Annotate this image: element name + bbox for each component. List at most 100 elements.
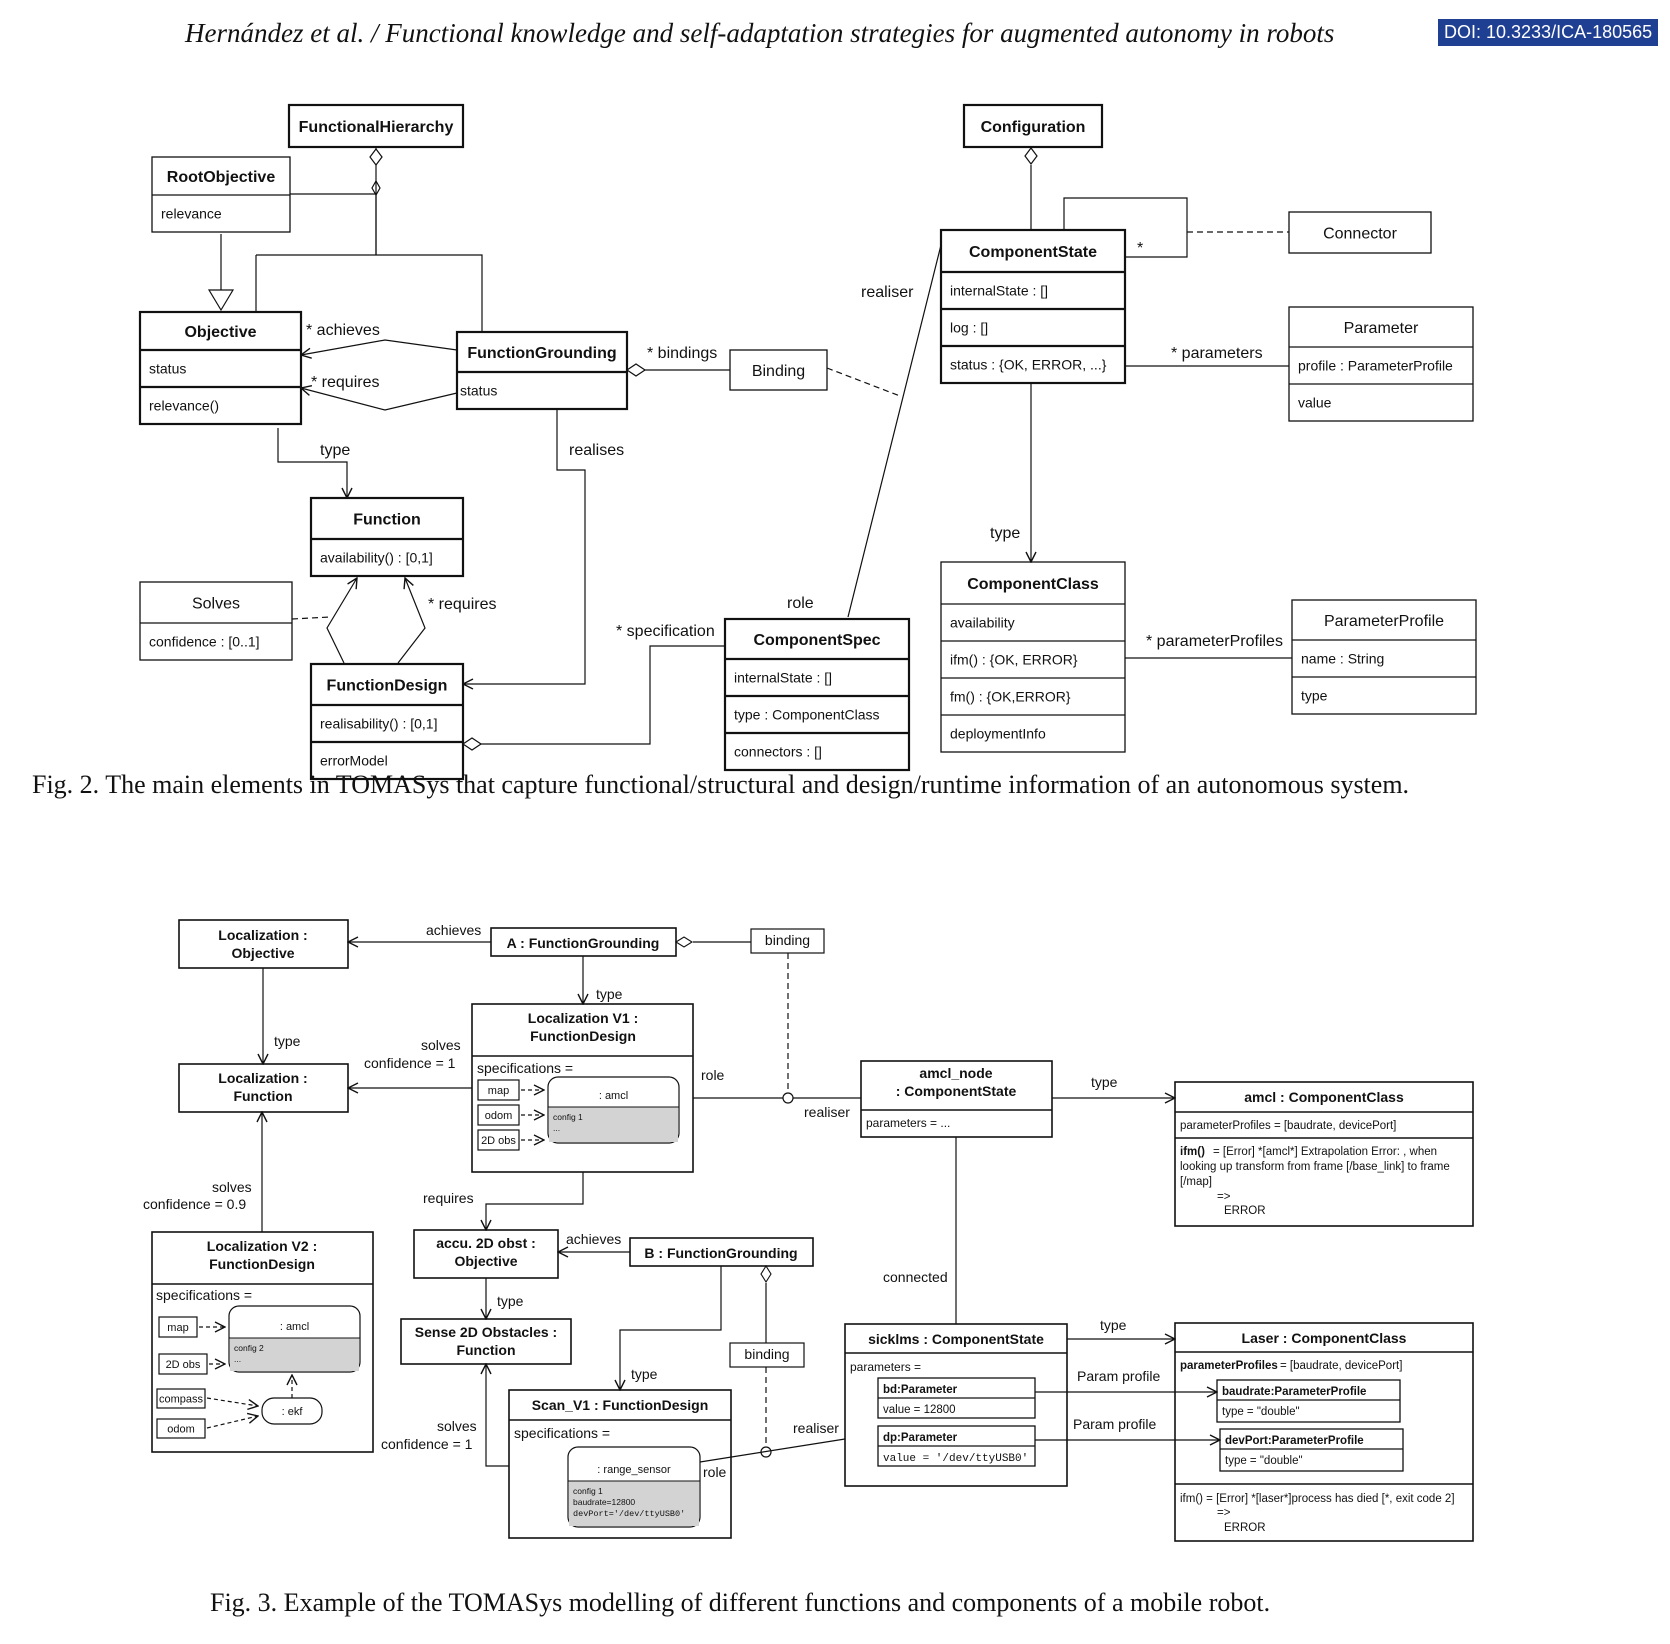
amcl-node-title: : ComponentState: [896, 1083, 1017, 1099]
label-role: role: [703, 1464, 727, 1480]
class-parameter-profile-attribute: name : String: [1301, 651, 1384, 667]
label-type: type: [497, 1293, 524, 1309]
class-function-grounding-frame: [455, 330, 629, 411]
label-achieves: achieves: [566, 1231, 621, 1247]
class-parameter-frame: [1288, 306, 1474, 422]
b-type-arrow: [620, 1266, 722, 1390]
loc-objective-box: [178, 919, 349, 969]
bd-parameter-value: value = 12800: [883, 1404, 956, 1416]
v1-input-1-label: odom: [485, 1110, 513, 1122]
label-param-profile: Param profile: [1077, 1368, 1160, 1384]
class-component-state-title: ComponentState: [969, 244, 1097, 261]
amcl-class-title: amcl : ComponentClass: [1244, 1089, 1404, 1105]
amcl-class-ifm: ERROR: [1224, 1205, 1266, 1217]
figure-3: Localization : Objective A : FunctionGroun…: [143, 919, 1474, 1542]
v2-input-0-label: map: [167, 1322, 188, 1334]
class-function-frame: [309, 496, 465, 578]
class-objective-frame: [138, 310, 303, 426]
label-type: type: [274, 1033, 301, 1049]
label-role: role: [787, 595, 814, 612]
class-component-spec-attribute: type : ComponentClass: [734, 707, 880, 723]
class-solves-attribute: confidence : [0..1]: [149, 634, 260, 650]
doi-badge[interactable]: DOI: 10.3233/ICA-180565: [1438, 19, 1659, 46]
label-solves: solves: [437, 1418, 477, 1434]
label-connected: connected: [883, 1269, 948, 1285]
laser-class-title: Laser : ComponentClass: [1242, 1330, 1407, 1346]
loc-objective-title: Localization :: [218, 927, 307, 943]
devport-profile-box: [1219, 1428, 1404, 1472]
v1-amcl-component-config-line: config 1: [553, 1112, 583, 1122]
v2-input-arrow: [206, 1416, 258, 1429]
label-requires: requires: [423, 1190, 474, 1206]
v2-input-2-label: compass: [159, 1394, 204, 1406]
scan-specifications-label: specifications =: [514, 1425, 610, 1441]
class-component-class-title: ComponentClass: [967, 576, 1099, 593]
class-functional-hierarchy-title: FunctionalHierarchy: [299, 119, 454, 136]
bindings-diamond: [625, 363, 647, 377]
class-root-objective-title: RootObjective: [167, 169, 276, 186]
scan-role-realiser-line: [699, 1438, 846, 1463]
label-type: type: [596, 986, 623, 1002]
b-function-grounding-box: [629, 1237, 814, 1267]
label-achieves: * achieves: [306, 322, 380, 339]
configuration-diamond: [1024, 147, 1038, 165]
class-configuration-frame: [962, 103, 1104, 149]
label-confidence: confidence = 1: [364, 1055, 456, 1071]
class-binding-frame: [729, 349, 828, 391]
v1-amcl-component-config-line: ...: [553, 1123, 560, 1133]
class-parameter-profile-attribute: type: [1301, 688, 1328, 704]
specification-association: [480, 645, 725, 745]
v2-input-3: [156, 1418, 206, 1439]
class-function-title: Function: [353, 512, 421, 529]
label-parameter-profiles: * parameterProfiles: [1146, 633, 1283, 650]
class-component-class-frame: [940, 561, 1126, 753]
class-connector: Connector: [1288, 211, 1432, 254]
scan-range-sensor-component-config-line: devPort='/dev/ttyUSB0': [573, 1509, 685, 1519]
running-header: Hernández et al. / Functional knowledge …: [185, 18, 1335, 48]
class-component-state-attribute: log : []: [950, 320, 988, 336]
label-confidence: confidence = 0.9: [143, 1196, 246, 1212]
generalization-triangle: [207, 289, 235, 312]
binding-a-box-label: binding: [765, 932, 810, 948]
amcl-node-attribute: parameters = ...: [866, 1116, 950, 1130]
solves-association-class-link: [291, 616, 331, 620]
loc-function-title: Function: [233, 1088, 292, 1104]
v2-input-3-label: odom: [167, 1424, 195, 1436]
binding-a-junction: [782, 1092, 794, 1104]
v2-amcl-component-config-area: [230, 1338, 359, 1371]
loc-objective-title: Objective: [231, 945, 294, 961]
loc-v1-specifications-label: specifications =: [477, 1060, 573, 1076]
v2-input-0: [158, 1316, 198, 1338]
label-component-type: type: [990, 525, 1020, 542]
loc-v2-title: Localization V2 :: [207, 1238, 317, 1254]
class-objective-title: Objective: [184, 324, 256, 341]
class-function-design-attribute: errorModel: [320, 753, 388, 769]
solves-association: [326, 578, 357, 664]
connector-line: [256, 254, 483, 332]
sicklms-title: sicklms : ComponentState: [868, 1331, 1044, 1347]
class-parameter-attribute: profile : ParameterProfile: [1298, 358, 1453, 374]
label-specification: * specification: [616, 623, 715, 640]
class-component-spec-attribute: connectors : []: [734, 744, 822, 760]
class-function-grounding-title: FunctionGrounding: [467, 345, 616, 362]
class-function-design-attribute: realisability() : [0,1]: [320, 716, 437, 732]
a-function-grounding-title: A : FunctionGrounding: [507, 935, 660, 951]
class-component-state-attribute: status : {OK, ERROR, ...}: [950, 357, 1107, 373]
v2-amcl-component-title: : amcl: [280, 1321, 309, 1333]
devport-profile-type: type = "double": [1225, 1455, 1303, 1467]
label-type: type: [320, 442, 350, 459]
label-realiser: realiser: [804, 1104, 850, 1120]
v2-amcl-component-config-line: ...: [234, 1354, 241, 1364]
amcl-node-title: amcl_node: [919, 1065, 992, 1081]
amcl-class-ifm: looking up transform from frame [/base_l…: [1180, 1161, 1450, 1173]
bd-parameter-title: bd:Parameter: [883, 1384, 958, 1396]
class-component-state-attribute: internalState : []: [950, 283, 1048, 299]
